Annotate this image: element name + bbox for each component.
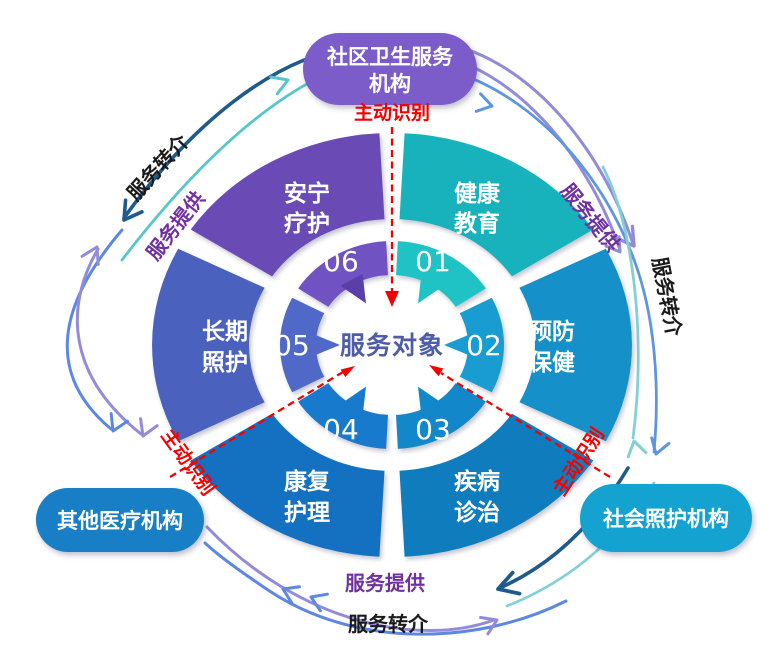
segment-02-number-ring: [459, 297, 504, 393]
segment-04-number: 04: [323, 413, 359, 446]
segment-05-pointer-icon: [311, 333, 340, 357]
active-identification-arrows: [169, 127, 611, 478]
segment-01-label-line2: 教育: [454, 210, 500, 237]
arrowhead-identify-left-icon: [340, 366, 355, 378]
segment-06-label-line2: 疗护: [284, 210, 330, 237]
chevron-periwinkle-top-right: [614, 224, 636, 248]
segment-01-number: 01: [415, 245, 451, 278]
chevron-teal-right-pill: [626, 439, 648, 459]
pill-community-health-org-line2: 机构: [369, 72, 411, 96]
segment-06-number: 06: [323, 245, 359, 278]
segment-03-sector: [399, 413, 594, 557]
segment-04-number-ring: [298, 383, 388, 449]
segment-05-sector: [152, 248, 265, 442]
chevron-periwinkle-bottom-right: [479, 615, 499, 636]
chevron-blue-bottom-left-2: [309, 592, 329, 613]
chevron-navy-bottom: [496, 570, 522, 596]
chevron-teal-top-left: [269, 75, 290, 96]
label-service-referral-right: 服务转介: [647, 255, 686, 339]
center-service-object-label: 服务对象: [340, 331, 444, 360]
segment-02-number: 02: [466, 329, 502, 362]
label-service-referral-top-left: 服务转介: [122, 129, 194, 205]
wheel: 健康 教育 预防 保健 疾病 诊治 康复 护理 长期 照护 安宁 疗护 01 0…: [152, 133, 632, 557]
chevron-periwinkle-left-top: [80, 245, 100, 266]
segment-01-pointer-icon: [418, 274, 444, 304]
segment-06-number-ring: [298, 241, 388, 307]
segment-04-pointer-icon: [340, 386, 366, 416]
segment-03-number-ring: [396, 383, 486, 449]
segment-05-number: 05: [274, 329, 310, 362]
chevron-periwinkle-left-bottom: [139, 417, 159, 438]
arc-referral-right-teal: [601, 165, 640, 440]
segment-01-label-line1: 健康: [454, 180, 501, 207]
segment-04-label-line2: 护理: [284, 499, 330, 526]
chevron-blue-top-right: [474, 92, 494, 113]
pill-social-care-org: [580, 484, 752, 552]
chevron-blue-bottom-left: [281, 585, 301, 605]
segment-02-label-line2: 保健: [528, 349, 575, 376]
chevron-blue-left-bottom: [109, 412, 129, 433]
arc-bottom-periwinkle: [205, 525, 496, 632]
segment-03-label-line2: 诊治: [454, 499, 500, 526]
pill-social-care-org-label: 社会照护机构: [602, 507, 729, 531]
pill-other-medical-org-label: 其他医疗机构: [57, 509, 183, 533]
segment-05-label-line2: 照护: [202, 349, 248, 376]
segment-01-number-ring: [396, 241, 486, 307]
arc-bottom-blue: [203, 541, 568, 636]
arrow-identify-right: [440, 372, 611, 478]
segment-03-number: 03: [415, 413, 451, 446]
segment-06-pointer-icon: [340, 274, 366, 304]
pill-community-health-org-line1: 社区卫生服务: [326, 45, 454, 69]
segment-02-pointer-icon: [444, 333, 473, 357]
arc-left-side-periwinkle: [75, 247, 143, 436]
segment-02-label-line1: 预防: [529, 318, 575, 345]
segment-04-sector: [190, 413, 385, 557]
chevron-blue-right-pill: [650, 436, 671, 456]
segment-06-sector: [190, 133, 385, 277]
segment-03-pointer-icon: [418, 386, 444, 416]
pill-community-health-org: [303, 33, 477, 105]
segment-06-label-line1: 安宁: [284, 180, 330, 207]
label-active-identification-top: 主动识别: [354, 102, 430, 124]
label-service-referral-bottom: 服务转介: [348, 612, 429, 636]
chevron-periwinkle-top-right-inner: [604, 235, 622, 254]
segment-04-label-line1: 康复: [284, 468, 331, 495]
chevron-navy-top-left: [122, 198, 144, 222]
arrowhead-identify-top-icon: [385, 291, 399, 307]
segment-05-label-line1: 长期: [202, 319, 248, 345]
segment-05-number-ring: [280, 297, 325, 393]
segment-03-label-line1: 疾病: [454, 468, 500, 495]
segment-01-sector: [399, 133, 594, 277]
arc-left-side-blue: [65, 228, 124, 431]
institution-pills: 社区卫生服务 机构 其他医疗机构 社会照护机构: [36, 33, 752, 552]
label-service-provision-bottom: 服务提供: [345, 571, 425, 595]
arrowhead-identify-right-icon: [429, 365, 444, 377]
pill-other-medical-org: [36, 488, 204, 552]
segment-02-sector: [519, 248, 632, 442]
